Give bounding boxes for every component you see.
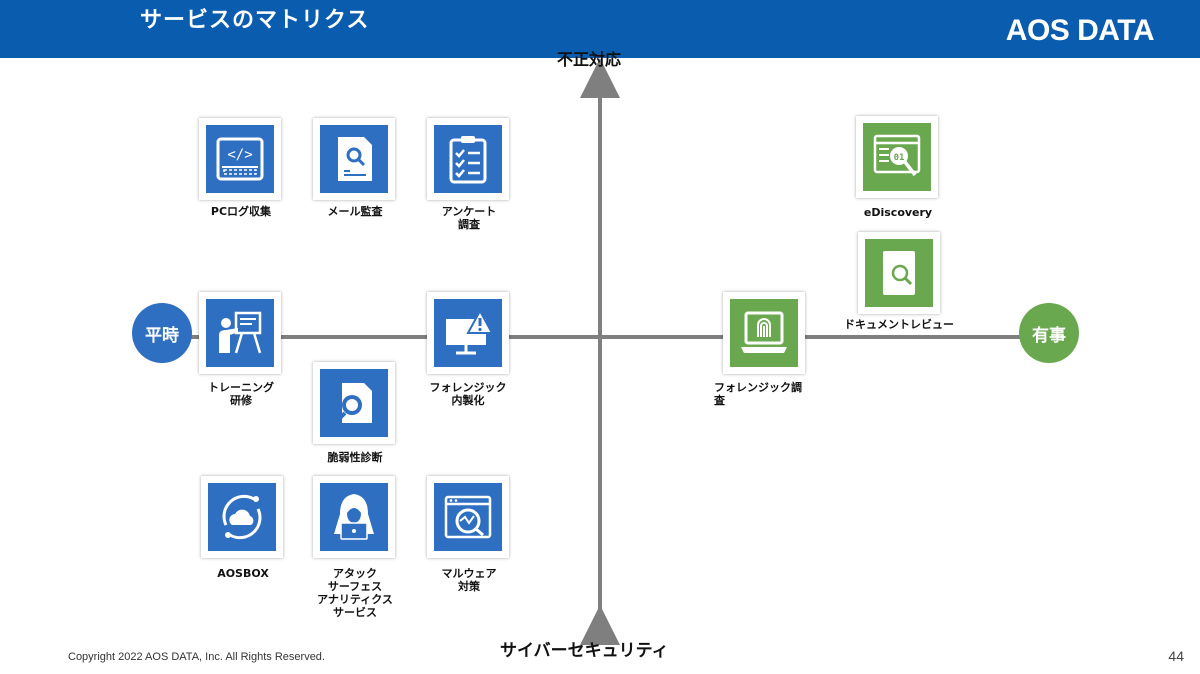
page-number: 44 xyxy=(1168,648,1184,664)
tile-pc-log: </> xyxy=(199,118,281,200)
tile-mail-audit xyxy=(313,118,395,200)
tile-training xyxy=(199,292,281,374)
slide-title: サービスのマトリクス xyxy=(140,8,370,33)
tile-label: ドキュメントレビュー xyxy=(844,318,954,331)
tile-vulnerability xyxy=(313,362,395,444)
tile-label: eDiscovery xyxy=(863,206,933,219)
copyright: Copyright 2022 AOS DATA, Inc. All Rights… xyxy=(68,651,325,663)
vulnerability-scan-icon xyxy=(334,383,372,424)
tile-label: メール監査 xyxy=(327,205,383,218)
tile-label: フォレンジック調 査 xyxy=(714,381,802,407)
tile-label: 脆弱性診断 xyxy=(327,451,383,464)
axis-circle-right: 有事 xyxy=(1019,303,1079,363)
malware-bug-icon xyxy=(444,495,492,539)
hacker-laptop-icon xyxy=(334,494,374,540)
svg-text:01: 01 xyxy=(894,153,905,163)
tile-attack-surface xyxy=(313,476,395,558)
tile-label: マルウェア 対策 xyxy=(441,567,497,593)
svg-text:</>: </> xyxy=(227,147,252,163)
axis-circle-left: 平時 xyxy=(132,303,192,363)
tile-label: AOSBOX xyxy=(217,567,269,580)
tile-forensic-investigation xyxy=(723,292,805,374)
laptop-fingerprint-icon xyxy=(741,311,787,353)
header-bar: サービスのマトリクス AOS DATA xyxy=(0,0,1200,58)
tile-forensic-inhouse xyxy=(427,292,509,374)
tile-label: フォレンジック 内製化 xyxy=(429,381,507,407)
code-monitor-icon: </> xyxy=(216,137,264,181)
monitor-warning-icon xyxy=(446,308,494,355)
axis-label-top: 不正対応 xyxy=(557,50,622,69)
clipboard-checklist-icon xyxy=(449,136,487,184)
document-magnifier-icon xyxy=(883,251,915,295)
tile-survey xyxy=(427,118,509,200)
presentation-trainer-icon xyxy=(219,311,262,354)
cloud-sync-icon xyxy=(222,494,262,540)
tile-label: アンケート 調査 xyxy=(441,205,497,231)
axis-label-bottom: サイバーセキュリティ xyxy=(500,641,669,661)
tile-label: トレーニング 研修 xyxy=(208,381,274,407)
tile-ediscovery: 01 xyxy=(856,116,938,198)
data-browser-search-icon: 01 xyxy=(873,134,921,177)
tile-label: アタック サーフェス アナリティクス サービス xyxy=(317,567,393,619)
tile-label: PCログ収集 xyxy=(210,205,272,218)
tile-aosbox xyxy=(201,476,283,558)
document-search-icon xyxy=(338,137,372,181)
company-logo: AOS DATA xyxy=(1005,14,1155,47)
tile-malware xyxy=(427,476,509,558)
tile-document-review xyxy=(858,232,940,314)
